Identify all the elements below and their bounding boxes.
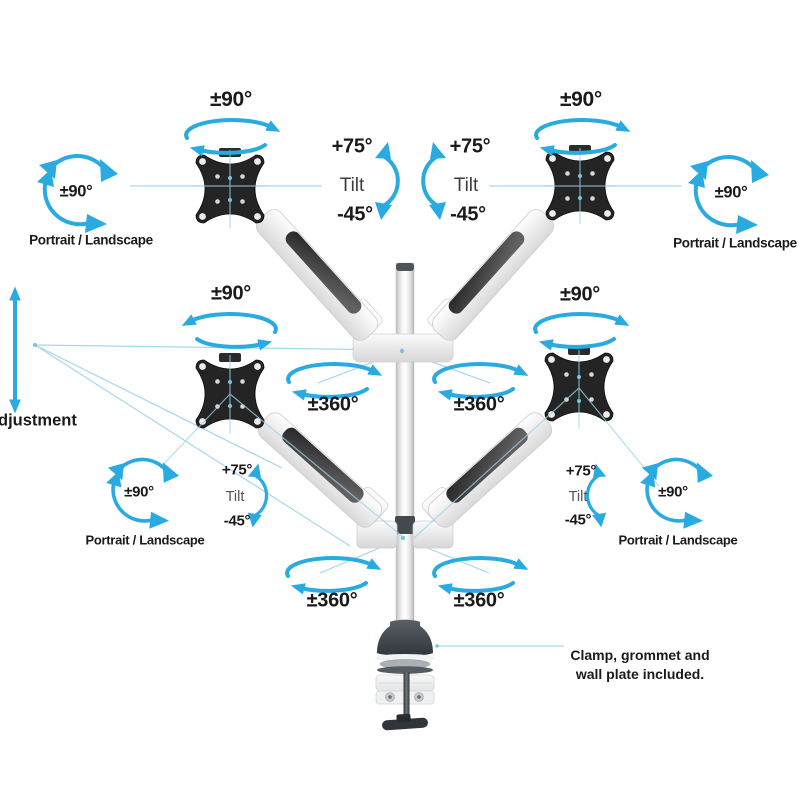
reference-dots: [33, 174, 582, 648]
tilt-word-label: Tilt: [568, 489, 588, 505]
tilt-up-label: +75°: [221, 461, 253, 479]
clamp-screw-handle: [382, 713, 428, 731]
rotation-360-label: ±360°: [453, 589, 505, 612]
swivel-arrows-icon: [186, 120, 271, 153]
swivel-angle-label: ±90°: [210, 282, 252, 305]
swivel-angle-label: ±90°: [209, 88, 253, 111]
monitor-arm-upper-right: [432, 209, 554, 341]
rotation-360-label: ±360°: [453, 393, 505, 416]
rotate-360-arrows-icon: [434, 558, 519, 591]
tilt-down-label: -45°: [223, 512, 251, 530]
tilt-word-label: Tilt: [225, 489, 245, 505]
portrait-rotation-label: ±90°: [714, 183, 748, 202]
height-adjustment-label: djustment: [0, 411, 77, 430]
crossbar: [352, 333, 454, 363]
swivel-arrows-icon: [191, 314, 276, 347]
leader-lines: [34, 185, 682, 647]
portrait-rotation-label: ±90°: [124, 483, 154, 501]
tilt-arc-icon: [421, 140, 448, 222]
tilt-up-label: +75°: [331, 135, 373, 158]
rotate-360-arrows-icon: [434, 364, 519, 397]
rotate-360-arrows-icon: [287, 558, 372, 591]
swivel-angle-label: ±90°: [559, 88, 603, 111]
base-dome: [377, 619, 433, 656]
rotation-360-label: ±360°: [306, 589, 358, 612]
portrait-landscape-caption: Portrait / Landscape: [618, 532, 738, 548]
clamp-note: Clamp, grommet and wall plate included.: [566, 646, 714, 684]
rotate-360-arrows-icon: [288, 364, 373, 397]
tilt-word-label: Tilt: [339, 175, 365, 196]
clamp-note-line2: wall plate included.: [575, 666, 705, 682]
portrait-rotation-label: ±90°: [59, 182, 93, 201]
pole: [395, 262, 415, 634]
pole-dark-band: [395, 516, 415, 534]
swivel-angle-label: ±90°: [559, 283, 601, 306]
lower-mount-left: [356, 520, 398, 549]
monitor-arm-lower-left: [257, 412, 383, 528]
rotation-360-label: ±360°: [307, 393, 359, 416]
clamp-screw-rod: [403, 672, 410, 720]
swivel-arrows-icon: [535, 314, 620, 347]
tilt-up-label: +75°: [449, 135, 491, 158]
portrait-landscape-caption: Portrait / Landscape: [29, 232, 153, 248]
pole-top-cap: [396, 263, 414, 271]
portrait-rotation-label: ±90°: [658, 483, 688, 501]
tilt-arc-icon: [373, 140, 400, 222]
tilt-word-label: Tilt: [453, 175, 479, 196]
wall-plate-disc: [377, 666, 433, 674]
mount-structure: [195, 144, 615, 731]
tilt-down-label: -45°: [564, 511, 592, 529]
tilt-down-label: -45°: [450, 203, 486, 226]
desk-clamp: [375, 619, 435, 731]
portrait-landscape-caption: Portrait / Landscape: [85, 532, 205, 548]
tilt-up-label: +75°: [565, 462, 597, 480]
portrait-landscape-caption: Portrait / Landscape: [673, 235, 797, 251]
tilt-down-label: -45°: [337, 203, 373, 226]
motion-arrows: [9, 120, 771, 591]
clamp-note-line1: Clamp, grommet and: [570, 647, 710, 663]
